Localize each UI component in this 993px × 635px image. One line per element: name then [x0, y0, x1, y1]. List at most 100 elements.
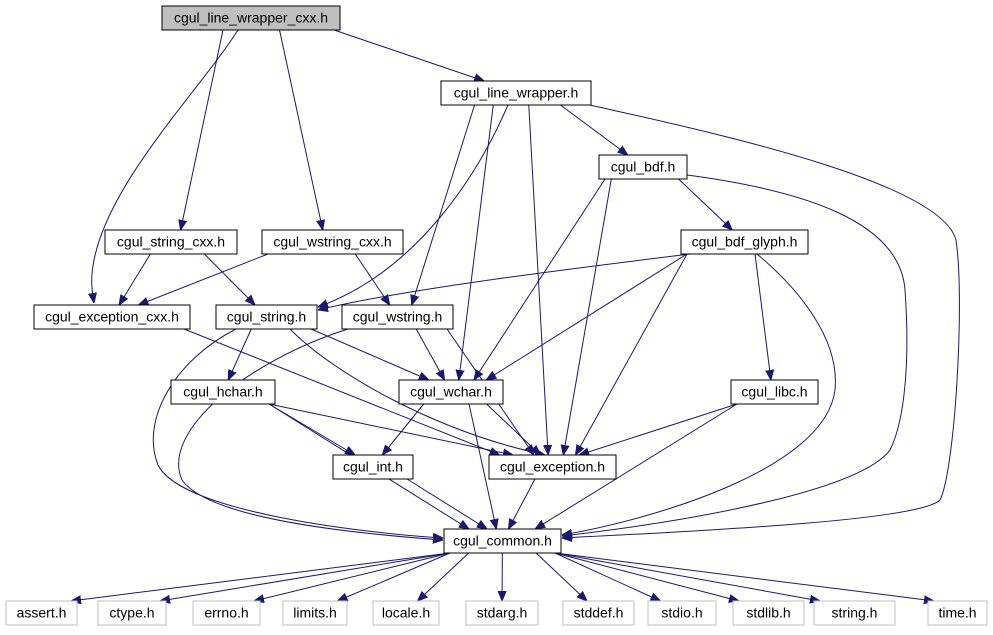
- node-label: stdlib.h: [746, 605, 790, 621]
- edge-common-to-errno: [254, 552, 451, 601]
- node-label: assert.h: [17, 605, 67, 621]
- edge-wstring-cxx-to-exception-cxx: [138, 253, 269, 305]
- node-label: stdarg.h: [477, 605, 528, 621]
- node-label: cgul_exception_cxx.h: [45, 309, 179, 325]
- node-label: cgul_exception.h: [500, 459, 605, 475]
- edge-bdf-glyph-to-exception: [576, 253, 688, 455]
- node-label: string.h: [832, 605, 878, 621]
- node-label: ctype.h: [109, 605, 154, 621]
- node-hchar[interactable]: cgul_hchar.h: [170, 379, 276, 405]
- node-bdf-glyph[interactable]: cgul_bdf_glyph.h: [680, 229, 809, 255]
- node-wchar[interactable]: cgul_wchar.h: [398, 379, 504, 405]
- edge-wchar-to-common: [468, 403, 496, 529]
- edge-root-to-exception-cxx: [92, 29, 239, 303]
- node-exception-cxx[interactable]: cgul_exception_cxx.h: [33, 304, 191, 330]
- node-locale: locale.h: [372, 600, 440, 626]
- node-exception[interactable]: cgul_exception.h: [488, 454, 617, 480]
- edge-common-to-string-h: [554, 552, 820, 601]
- edge-bdf-glyph-to-string: [318, 253, 691, 310]
- edge-root-to-string-cxx: [181, 29, 224, 230]
- edge-string-to-common: [152, 328, 443, 538]
- edge-common-to-stddef: [535, 552, 587, 601]
- node-string-cxx[interactable]: cgul_string_cxx.h: [104, 229, 238, 255]
- node-libc[interactable]: cgul_libc.h: [730, 379, 819, 405]
- node-bdf[interactable]: cgul_bdf.h: [598, 154, 688, 180]
- edge-exception-to-common: [509, 478, 536, 529]
- edge-wchar-to-exception: [486, 403, 541, 455]
- node-stdlib: stdlib.h: [732, 600, 805, 626]
- edge-bdf-to-common: [562, 174, 908, 536]
- edge-wstring-to-common: [178, 328, 443, 540]
- node-label: cgul_bdf_glyph.h: [692, 234, 798, 250]
- node-label: locale.h: [382, 605, 430, 621]
- node-wstring-cxx[interactable]: cgul_wstring_cxx.h: [261, 229, 404, 255]
- edge-common-to-stdlib: [554, 552, 739, 601]
- node-common[interactable]: cgul_common.h: [443, 528, 562, 554]
- edge-bdf-to-wchar: [474, 178, 606, 380]
- node-string-h: string.h: [813, 600, 896, 626]
- node-label: cgul_common.h: [453, 533, 552, 549]
- edge-bdf-to-bdf-glyph: [678, 178, 733, 230]
- edge-common-to-time: [554, 552, 934, 601]
- node-time: time.h: [927, 600, 988, 626]
- node-label: cgul_wstring.h: [353, 309, 443, 325]
- node-label: cgul_wstring_cxx.h: [273, 234, 391, 250]
- node-label: time.h: [938, 605, 976, 621]
- node-stdio: stdio.h: [647, 600, 717, 626]
- edge-bdf-glyph-to-libc: [754, 253, 771, 380]
- node-wstring[interactable]: cgul_wstring.h: [341, 304, 454, 330]
- edge-wstring-cxx-to-wstring: [354, 253, 389, 305]
- node-label: cgul_bdf.h: [611, 159, 676, 175]
- nodes-layer: cgul_line_wrapper_cxx.h cgul_line_wrapper…: [5, 5, 988, 626]
- edge-common-to-assert: [71, 552, 451, 601]
- node-int[interactable]: cgul_int.h: [332, 454, 414, 480]
- edge-libc-to-exception: [579, 403, 738, 455]
- node-label: cgul_string_cxx.h: [117, 234, 225, 250]
- edge-line-wrapper-to-exception: [528, 104, 548, 455]
- node-stdarg: stdarg.h: [465, 600, 539, 626]
- edge-root-to-line-wrapper: [333, 29, 484, 81]
- node-label: limits.h: [293, 605, 337, 621]
- edge-bdf-glyph-to-wchar: [486, 253, 688, 380]
- node-stddef: stddef.h: [562, 600, 635, 626]
- edge-exception-cxx-to-exception: [183, 328, 500, 455]
- edge-hchar-to-exception: [268, 403, 513, 455]
- edge-common-to-locale: [418, 552, 470, 601]
- node-label: errno.h: [204, 605, 248, 621]
- edge-string-cxx-to-exception-cxx: [119, 253, 151, 305]
- edge-wchar-to-int: [382, 403, 425, 455]
- edge-line-wrapper-to-wchar: [459, 104, 494, 380]
- node-label: cgul_line_wrapper_cxx.h: [174, 10, 328, 26]
- edge-common-to-limits: [338, 552, 451, 601]
- edge-string-to-wchar: [310, 328, 429, 380]
- node-label: stdio.h: [661, 605, 702, 621]
- edge-string-to-hchar: [228, 328, 252, 380]
- node-limits: limits.h: [282, 600, 348, 626]
- node-label: cgul_hchar.h: [183, 384, 262, 400]
- edge-wstring-to-wchar: [415, 328, 444, 380]
- node-label: cgul_line_wrapper.h: [454, 85, 579, 101]
- node-assert: assert.h: [5, 600, 78, 626]
- node-label: stddef.h: [574, 605, 624, 621]
- node-root[interactable]: cgul_line_wrapper_cxx.h: [161, 5, 341, 31]
- edge-root-to-wstring-cxx: [279, 29, 323, 230]
- edge-int-to-common: [406, 478, 487, 529]
- node-label: cgul_string.h: [227, 309, 306, 325]
- node-label: cgul_int.h: [343, 459, 403, 475]
- edge-string-to-exception: [289, 328, 545, 455]
- edge-line-wrapper-to-bdf: [560, 104, 627, 155]
- edge-bdf-glyph-to-common: [562, 253, 836, 535]
- node-line-wrapper[interactable]: cgul_line_wrapper.h: [440, 80, 592, 106]
- edge-line-wrapper-to-string: [318, 104, 509, 307]
- edge-string-cxx-to-string: [204, 253, 255, 305]
- node-label: cgul_wchar.h: [410, 384, 492, 400]
- edge-common-to-stdio: [554, 552, 660, 601]
- node-label: cgul_libc.h: [741, 384, 807, 400]
- edge-libc-to-common: [535, 403, 738, 529]
- edges-layer: [71, 29, 960, 601]
- edge-common-to-ctype: [160, 552, 451, 601]
- node-string[interactable]: cgul_string.h: [215, 304, 318, 330]
- edge-line-wrapper-to-common: [562, 104, 960, 538]
- node-ctype: ctype.h: [97, 600, 167, 626]
